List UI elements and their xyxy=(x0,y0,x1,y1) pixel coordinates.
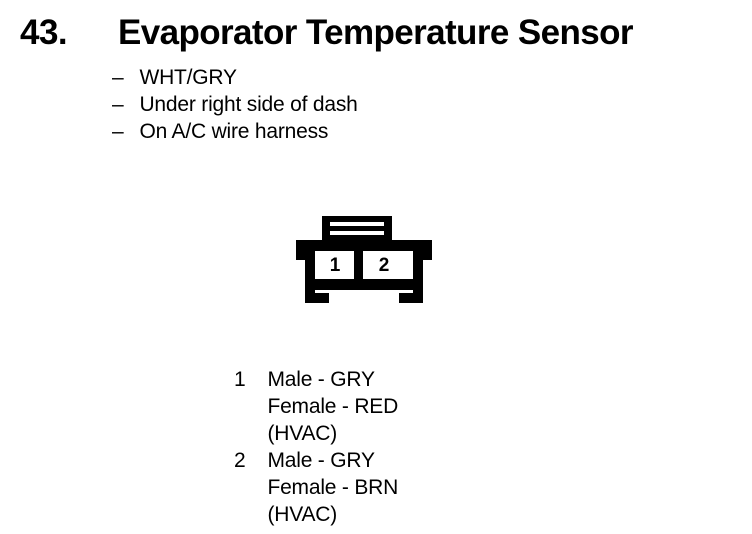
pin-detail-line: Male - GRY xyxy=(267,368,375,391)
dash-bullet-icon: – xyxy=(112,93,124,116)
list-item: – WHT/GRY xyxy=(112,64,532,91)
list-item: 1 Male - GRY xyxy=(234,366,564,393)
list-item: 0 (HVAC) xyxy=(234,501,564,528)
dash-bullet-icon: – xyxy=(112,120,124,143)
page-heading: 43. Evaporator Temperature Sensor xyxy=(20,13,732,57)
dash-bullet-icon: – xyxy=(112,66,124,89)
pin-detail-line: Female - BRN xyxy=(267,476,399,499)
list-item: – Under right side of dash xyxy=(112,91,532,118)
item-number: 43. xyxy=(20,13,68,52)
connector-body-outline xyxy=(296,240,432,303)
pin-number-2: 2 xyxy=(379,255,390,276)
connector-diagram: 1 2 xyxy=(288,207,440,311)
pin-detail-line: Female - RED xyxy=(267,395,399,418)
list-item: 2 Male - GRY xyxy=(234,447,564,474)
list-item: 0 Female - RED xyxy=(234,393,564,420)
pin-legend-group: 1 Male - GRY 0 Female - RED 0 (HVAC) xyxy=(234,366,564,447)
list-item: 0 (HVAC) xyxy=(234,420,564,447)
list-item: – On A/C wire harness xyxy=(112,118,532,145)
pin-legend-group: 2 Male - GRY 0 Female - BRN 0 (HVAC) xyxy=(234,447,564,528)
pin-detail-line: (HVAC) xyxy=(267,422,338,445)
pin-detail-line: (HVAC) xyxy=(267,503,338,526)
two-pin-connector-icon: 1 2 xyxy=(296,216,432,303)
list-item: 0 Female - BRN xyxy=(234,474,564,501)
pin-number-1: 1 xyxy=(330,255,341,276)
pin-number-label: 2 xyxy=(234,449,246,472)
pin-legend: 1 Male - GRY 0 Female - RED 0 (HVAC) 2 M… xyxy=(234,366,564,528)
page-title: Evaporator Temperature Sensor xyxy=(118,13,634,52)
connector-latch-tab xyxy=(322,216,392,242)
list-item-label: On A/C wire harness xyxy=(139,120,329,143)
pin-detail-line: Male - GRY xyxy=(267,449,375,472)
list-item-label: WHT/GRY xyxy=(139,66,237,89)
description-list: – WHT/GRY – Under right side of dash – O… xyxy=(112,64,532,145)
list-item-label: Under right side of dash xyxy=(139,93,358,116)
pin-number-label: 1 xyxy=(234,368,246,391)
